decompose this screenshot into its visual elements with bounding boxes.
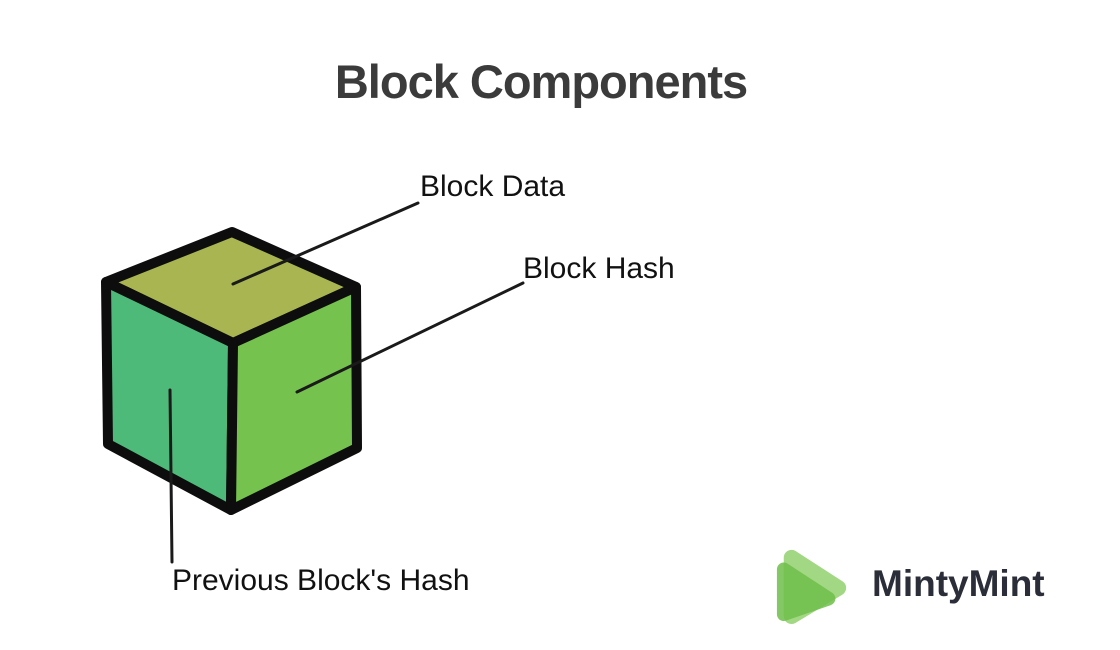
label-previous-block-hash: Previous Block's Hash <box>172 564 470 597</box>
brand-logo: MintyMint <box>774 544 1045 624</box>
label-block-hash: Block Hash <box>523 252 675 285</box>
label-block-data: Block Data <box>420 170 566 203</box>
cube-right-face <box>226 282 362 515</box>
play-triangle-icon <box>776 549 847 624</box>
play-triangle-front <box>776 562 836 622</box>
brand-name: MintyMint <box>872 563 1045 604</box>
leader-line-previous-hash <box>168 388 174 564</box>
leader-lines <box>168 201 525 564</box>
leader-line-block-hash <box>295 281 525 394</box>
leader-line-block-data <box>231 201 420 286</box>
page-title: Block Components <box>334 55 748 108</box>
cube-illustration <box>101 227 362 515</box>
